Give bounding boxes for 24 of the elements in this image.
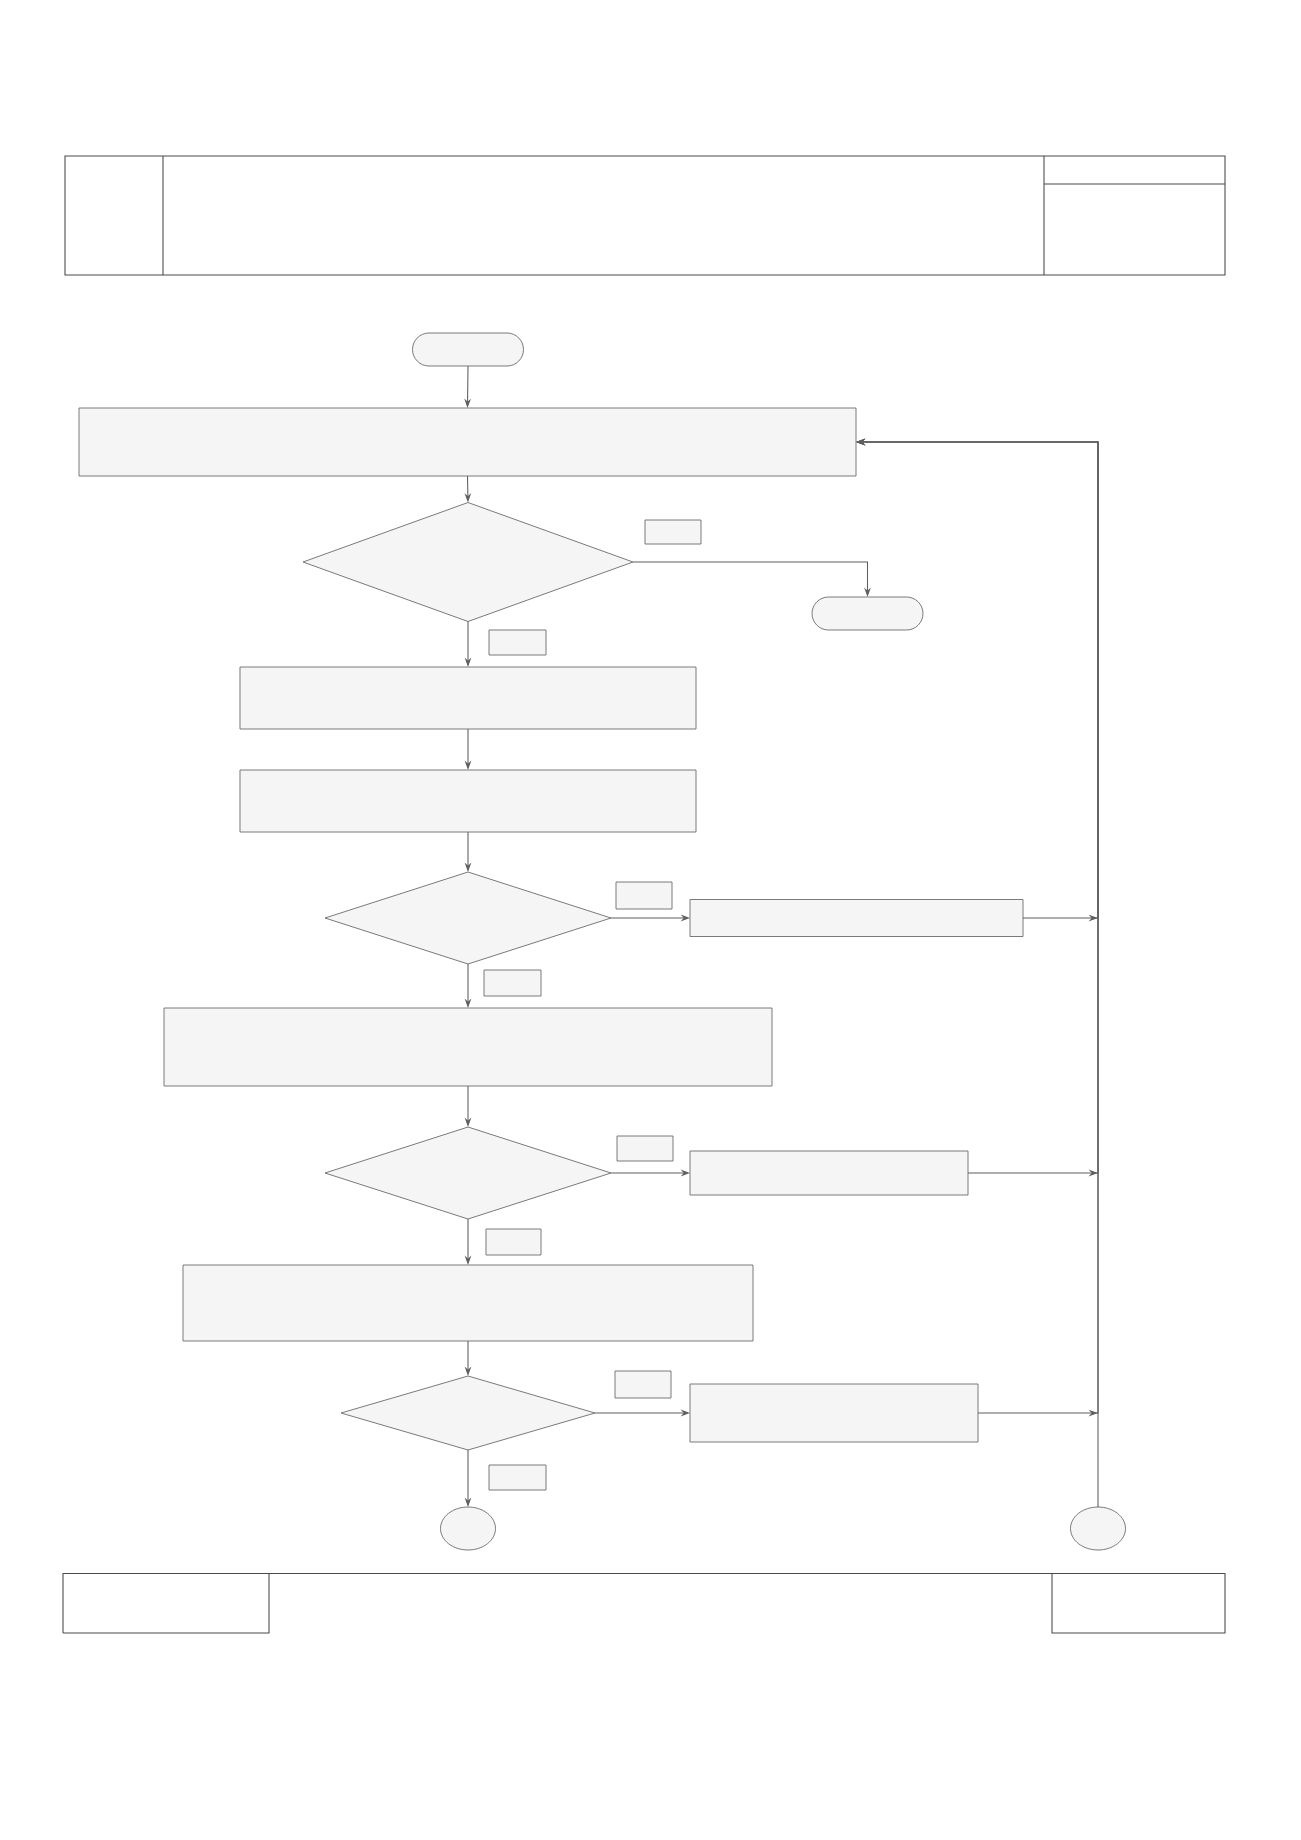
label-box xyxy=(614,1370,672,1399)
label-box xyxy=(644,519,702,545)
decision-diamond xyxy=(302,502,634,622)
terminal-shape xyxy=(811,596,924,631)
label-box xyxy=(485,1228,542,1256)
label-box xyxy=(615,881,673,910)
process-box xyxy=(163,1007,773,1087)
decision-diamond xyxy=(324,1126,612,1220)
connector-circle xyxy=(440,1506,496,1551)
process-box xyxy=(689,1150,969,1196)
terminal-shape xyxy=(412,332,524,367)
process-box xyxy=(78,407,857,477)
decision-diamond xyxy=(324,871,612,965)
label-box xyxy=(488,1464,547,1491)
process-box xyxy=(239,769,697,833)
process-box xyxy=(182,1264,754,1342)
process-box xyxy=(239,666,697,730)
label-box xyxy=(483,969,542,997)
decision-diamond xyxy=(340,1375,596,1451)
process-box xyxy=(689,899,1024,937)
connector-circle xyxy=(1070,1506,1126,1551)
label-box xyxy=(488,629,547,656)
process-box xyxy=(689,1383,979,1443)
label-box xyxy=(616,1135,674,1162)
